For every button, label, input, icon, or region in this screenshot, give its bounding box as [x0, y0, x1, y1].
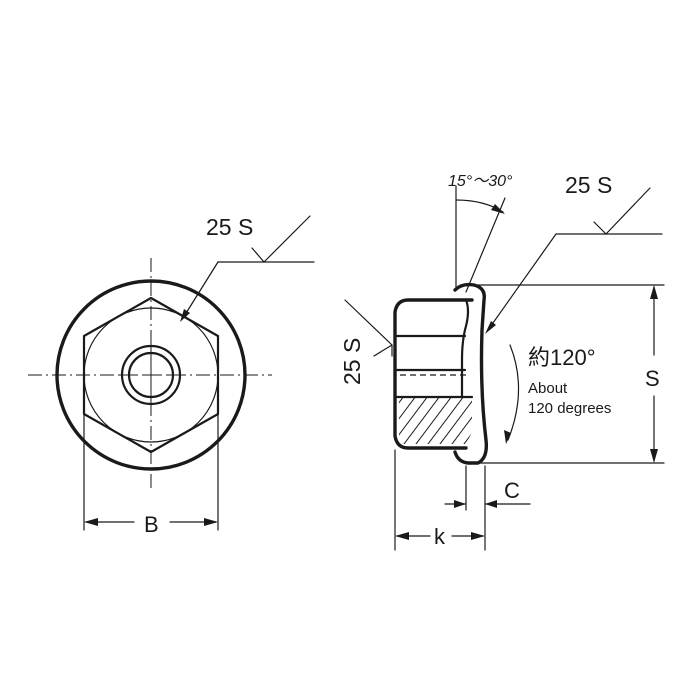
- side-top-finish-label: 25 S: [565, 172, 612, 198]
- dimension-k-label: k: [434, 524, 446, 549]
- hexagon-outline: [82, 296, 220, 454]
- side-view: S k C 15°～30°: [339, 172, 665, 551]
- angle-120-en-label-line2: 120 degrees: [528, 400, 611, 417]
- dimension-s: S: [477, 284, 665, 464]
- flange-profile-outline: [453, 282, 489, 465]
- front-surface-finish-symbol: 25 S: [180, 214, 315, 322]
- dimension-s-label: S: [645, 366, 660, 391]
- side-left-finish-label: 25 S: [339, 338, 365, 385]
- hex-chamfer-circle: [83, 307, 219, 443]
- angle-120-jp-label: 約120°: [528, 345, 596, 370]
- front-view: 25 S B: [28, 214, 315, 537]
- flange-inner-curve: [460, 298, 470, 399]
- angle-120-callout: 約120° About 120 degrees: [504, 344, 611, 444]
- cross-section-hatching: [399, 397, 472, 444]
- hex-body-outline: [393, 298, 474, 450]
- angle-15-30-callout: 15°～30°: [448, 173, 513, 293]
- dimension-b: B: [83, 413, 219, 537]
- dimension-c: C: [444, 465, 531, 511]
- side-top-surface-finish-symbol: 25 S: [485, 172, 663, 334]
- front-finish-label: 25 S: [206, 214, 253, 240]
- side-left-surface-finish-symbol: 25 S: [339, 299, 393, 385]
- dimension-b-label: B: [144, 512, 159, 537]
- angle-120-en-label-line1: About: [528, 380, 568, 397]
- angle-range-label: 15°～30°: [448, 173, 513, 190]
- dimension-k: k: [394, 449, 486, 551]
- dimension-c-label: C: [504, 478, 520, 503]
- flange-outer-circle: [55, 279, 247, 471]
